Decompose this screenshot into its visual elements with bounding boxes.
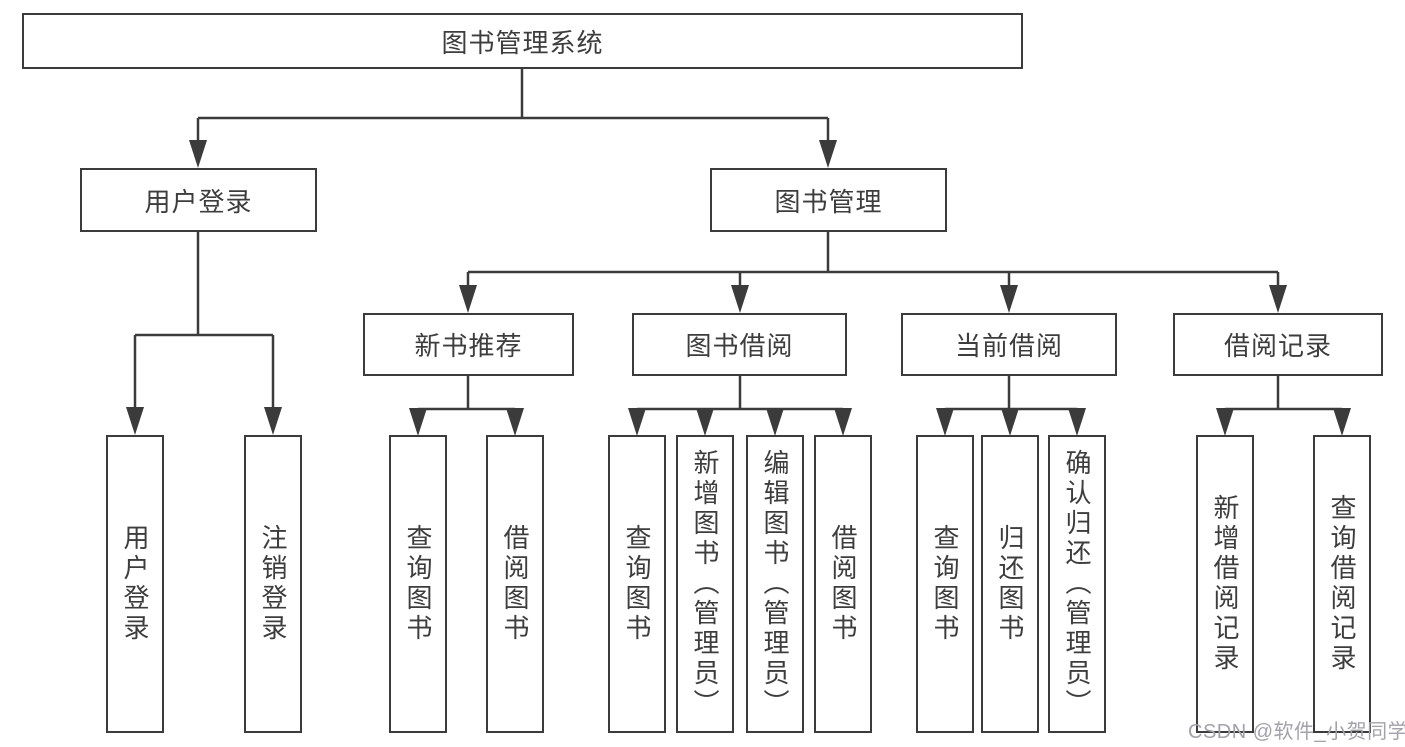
connector-user-login (133, 232, 275, 411)
connector-root (196, 69, 830, 144)
leaf-user-login: 用户登录 (106, 435, 164, 733)
leaf-label: 借阅图书 (500, 524, 530, 644)
connector-new-book-recommend (416, 376, 517, 414)
arrowhead (628, 408, 646, 436)
node-book-borrow: 图书借阅 (632, 313, 847, 376)
node-borrow-record: 借阅记录 (1173, 313, 1383, 376)
connector-book-borrow (635, 376, 845, 414)
leaf-label: 确认归还（管理员） (1062, 449, 1092, 719)
leaf-label: 新增借阅记录 (1210, 494, 1240, 674)
arrowhead (506, 408, 524, 436)
watermark: CSDN @软件_小贺同学 (1188, 721, 1405, 743)
arrowhead (459, 285, 477, 313)
arrowhead (1216, 408, 1234, 436)
arrowhead (1068, 408, 1086, 436)
connector-current-borrow (943, 376, 1079, 414)
leaf-confirm-return-admin: 确认归还（管理员） (1048, 435, 1106, 733)
node-label: 借阅记录 (1223, 331, 1332, 361)
leaf-label: 归还图书 (995, 524, 1025, 644)
node-new-book-recommend: 新书推荐 (363, 313, 574, 376)
node-root-label: 图书管理系统 (441, 27, 604, 58)
connector-borrow-record (1223, 376, 1344, 414)
leaf-label: 用户登录 (120, 524, 150, 644)
leaf-query-borrow-record: 查询借阅记录 (1313, 435, 1371, 733)
leaf-label: 查询图书 (930, 524, 960, 644)
connector-book-management (466, 232, 1280, 289)
arrowhead (1333, 408, 1351, 436)
arrowhead (696, 408, 714, 436)
leaf-add-borrow-record: 新增借阅记录 (1196, 435, 1254, 733)
arrowhead (936, 408, 954, 436)
node-root: 图书管理系统 (22, 13, 1023, 69)
arrowhead (126, 407, 144, 435)
node-user-login: 用户登录 (80, 168, 317, 232)
arrowhead (731, 285, 749, 313)
leaf-label: 查询借阅记录 (1327, 494, 1357, 674)
leaf-query-book: 查询图书 (916, 435, 974, 733)
leaf-return-book: 归还图书 (981, 435, 1039, 733)
arrowhead (819, 140, 837, 168)
leaf-borrow-book: 借阅图书 (814, 435, 872, 733)
leaf-query-book: 查询图书 (389, 435, 447, 733)
arrowhead (1269, 285, 1287, 313)
arrowhead (1001, 408, 1019, 436)
leaf-edit-book-admin: 编辑图书（管理员） (746, 435, 804, 733)
node-book-management: 图书管理 (710, 168, 947, 232)
arrowhead (189, 140, 207, 168)
leaf-label: 编辑图书（管理员） (760, 449, 790, 719)
node-label: 用户登录 (144, 186, 253, 217)
arrowhead (1000, 285, 1018, 313)
node-label: 新书推荐 (414, 331, 523, 361)
leaf-label: 查询图书 (622, 524, 652, 644)
arrowhead (264, 407, 282, 435)
arrowhead (766, 408, 784, 436)
node-label: 图书借阅 (685, 331, 794, 361)
leaf-add-book-admin: 新增图书（管理员） (676, 435, 734, 733)
arrowhead (834, 408, 852, 436)
leaf-label: 借阅图书 (828, 524, 858, 644)
leaf-label: 注销登录 (258, 524, 288, 644)
node-label: 图书管理 (774, 186, 883, 217)
leaf-label: 新增图书（管理员） (690, 449, 720, 719)
leaf-logout: 注销登录 (244, 435, 302, 733)
leaf-borrow-book: 借阅图书 (486, 435, 544, 733)
node-label: 当前借阅 (954, 331, 1063, 361)
leaf-label: 查询图书 (403, 524, 433, 644)
node-current-borrow: 当前借阅 (901, 313, 1117, 376)
arrowhead (409, 408, 427, 436)
leaf-query-book: 查询图书 (608, 435, 666, 733)
